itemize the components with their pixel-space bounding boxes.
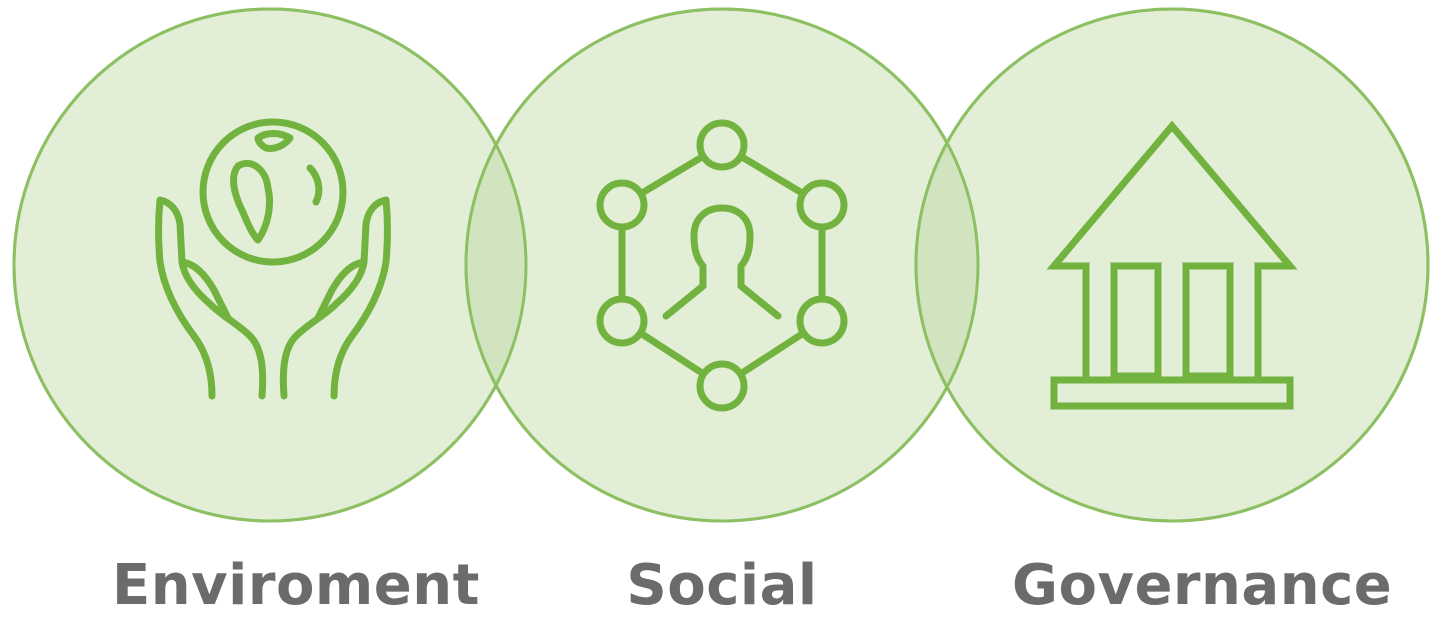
social-circle <box>464 7 980 523</box>
governance-label: Governance <box>1012 553 1393 618</box>
hands-globe-icon <box>155 118 391 400</box>
social-label: Social <box>626 553 818 618</box>
environment-label: Enviroment <box>112 553 480 618</box>
institution-building-icon <box>1046 120 1298 410</box>
network-person-icon <box>596 119 848 412</box>
governance-circle <box>914 7 1430 523</box>
